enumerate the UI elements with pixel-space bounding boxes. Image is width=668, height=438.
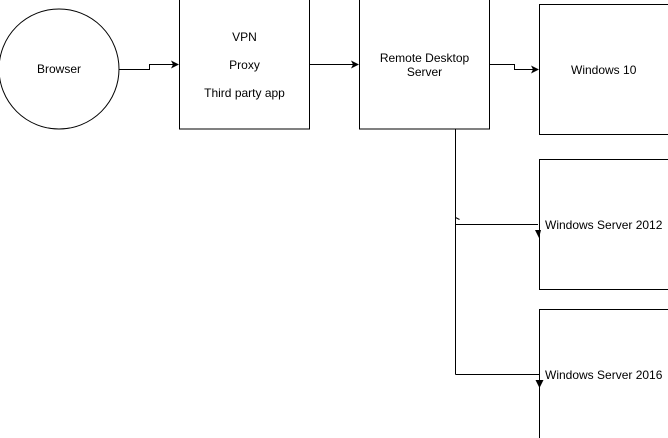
ws2012-node-label: Windows Server 2012 — [545, 218, 663, 232]
access-node-label-proxy: Proxy — [229, 58, 260, 72]
edge-browser-to-access — [119, 60, 179, 70]
browser-node-label: Browser — [37, 62, 81, 76]
browser-node[interactable]: Browser — [0, 8, 120, 130]
edge-rds-to-win10 — [489, 64, 539, 74]
access-node-label-third-party: Third party app — [204, 86, 285, 100]
win10-node-label: Windows 10 — [571, 63, 637, 77]
rds-node[interactable]: Remote Desktop Server — [359, 0, 490, 130]
ws2016-node[interactable]: Windows Server 2016 — [539, 309, 668, 438]
edge-ws2012-tick — [455, 217, 460, 220]
edge-ws2012-arrowhead — [535, 230, 541, 238]
access-node[interactable]: VPN Proxy Third party app — [179, 0, 310, 130]
rds-node-label-line2: Server — [407, 65, 442, 79]
edge-ws2016-arrowhead — [535, 380, 544, 388]
win10-node[interactable]: Windows 10 — [539, 4, 668, 135]
win10-node-shape — [539, 4, 668, 135]
rds-node-label-line1: Remote Desktop — [380, 51, 470, 65]
ws2012-node[interactable]: Windows Server 2012 — [539, 159, 668, 290]
access-node-label-vpn: VPN — [232, 30, 257, 44]
ws2016-node-shape — [539, 309, 668, 438]
ws2016-node-label: Windows Server 2016 — [545, 368, 663, 382]
access-node-shape — [179, 0, 310, 130]
ws2012-node-shape — [539, 159, 668, 290]
